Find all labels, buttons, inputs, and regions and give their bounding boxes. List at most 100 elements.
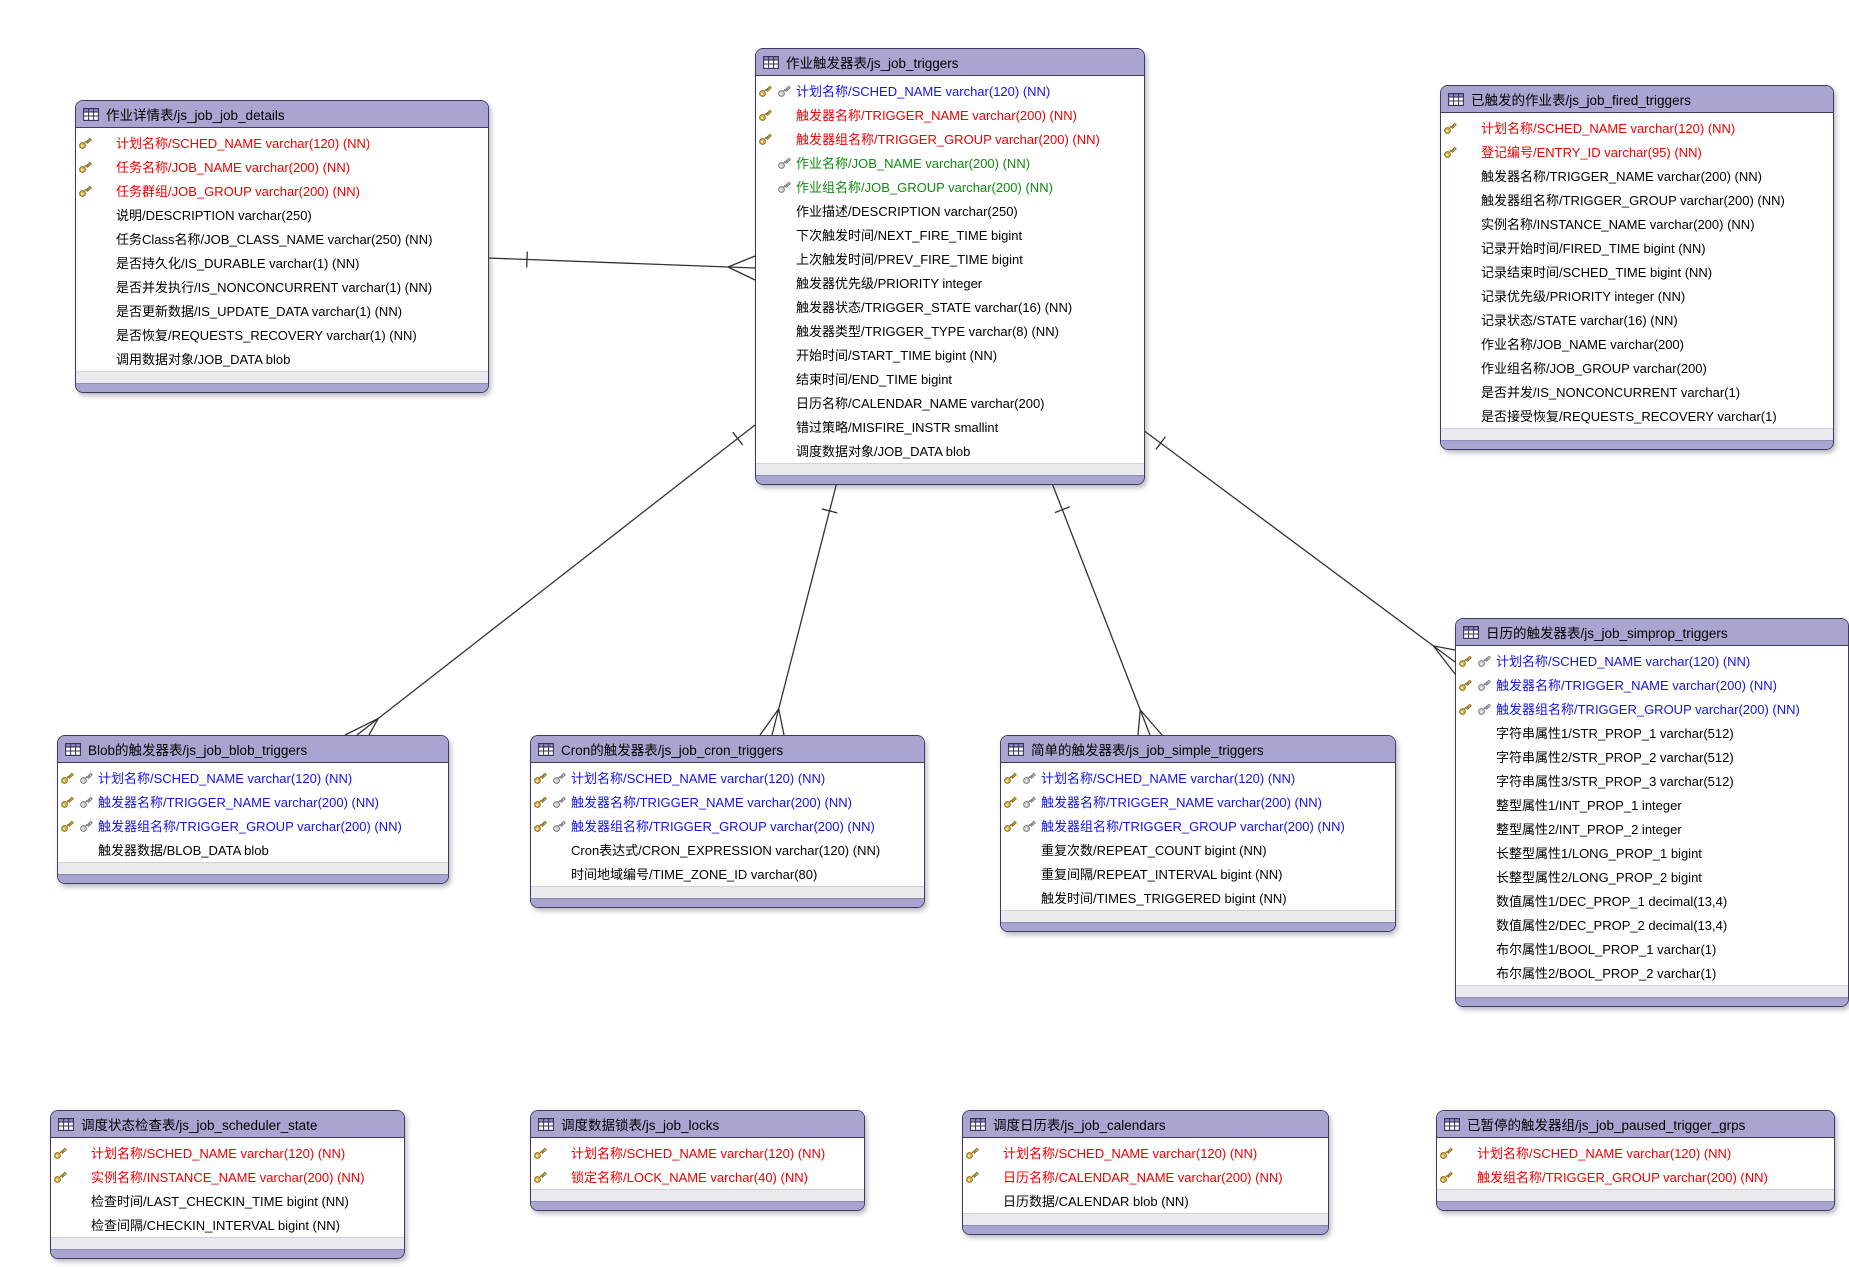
- field-row[interactable]: 重复次数/REPEAT_COUNT bigint (NN): [1001, 837, 1395, 861]
- field-row[interactable]: 触发器类型/TRIGGER_TYPE varchar(8) (NN): [756, 318, 1144, 342]
- field-row[interactable]: 触发器数据/BLOB_DATA blob: [58, 837, 448, 861]
- field-row[interactable]: 计划名称/SCHED_NAME varchar(120) (NN): [531, 1140, 864, 1164]
- field-row[interactable]: 是否更新数据/IS_UPDATE_DATA varchar(1) (NN): [76, 298, 488, 322]
- field-row[interactable]: 数值属性2/DEC_PROP_2 decimal(13,4): [1456, 912, 1848, 936]
- field-row[interactable]: 触发器名称/TRIGGER_NAME varchar(200) (NN): [531, 789, 924, 813]
- field-row[interactable]: 检查时间/LAST_CHECKIN_TIME bigint (NN): [51, 1188, 404, 1212]
- field-row[interactable]: 记录状态/STATE varchar(16) (NN): [1441, 307, 1833, 331]
- field-row[interactable]: 是否持久化/IS_DURABLE varchar(1) (NN): [76, 250, 488, 274]
- field-row[interactable]: 登记编号/ENTRY_ID varchar(95) (NN): [1441, 139, 1833, 163]
- field-row[interactable]: 触发器组名称/TRIGGER_GROUP varchar(200) (NN): [531, 813, 924, 837]
- field-row[interactable]: 布尔属性1/BOOL_PROP_1 varchar(1): [1456, 936, 1848, 960]
- relation-triggers-to-blob-triggers[interactable]: [344, 424, 756, 736]
- field-row[interactable]: 触发器名称/TRIGGER_NAME varchar(200) (NN): [1456, 672, 1848, 696]
- table-header-simprop-triggers[interactable]: 日历的触发器表/js_job_simprop_triggers: [1456, 619, 1848, 646]
- field-row[interactable]: 记录开始时间/FIRED_TIME bigint (NN): [1441, 235, 1833, 259]
- field-row[interactable]: 计划名称/SCHED_NAME varchar(120) (NN): [1001, 765, 1395, 789]
- field-row[interactable]: 布尔属性2/BOOL_PROP_2 varchar(1): [1456, 960, 1848, 984]
- field-row[interactable]: 整型属性1/INT_PROP_1 integer: [1456, 792, 1848, 816]
- field-row[interactable]: 日历名称/CALENDAR_NAME varchar(200) (NN): [963, 1164, 1328, 1188]
- field-row[interactable]: 实例名称/INSTANCE_NAME varchar(200) (NN): [51, 1164, 404, 1188]
- field-row[interactable]: 是否接受恢复/REQUESTS_RECOVERY varchar(1): [1441, 403, 1833, 427]
- field-row[interactable]: 触发器组名称/TRIGGER_GROUP varchar(200) (NN): [58, 813, 448, 837]
- field-row[interactable]: 记录优先级/PRIORITY integer (NN): [1441, 283, 1833, 307]
- field-row[interactable]: 长整型属性1/LONG_PROP_1 bigint: [1456, 840, 1848, 864]
- field-row[interactable]: 作业名称/JOB_NAME varchar(200) (NN): [756, 150, 1144, 174]
- table-header-calendars[interactable]: 调度日历表/js_job_calendars: [963, 1111, 1328, 1138]
- table-header-locks[interactable]: 调度数据锁表/js_job_locks: [531, 1111, 864, 1138]
- field-row[interactable]: 任务群组/JOB_GROUP varchar(200) (NN): [76, 178, 488, 202]
- table-header-triggers[interactable]: 作业触发器表/js_job_triggers: [756, 49, 1144, 76]
- field-row[interactable]: 触发器组名称/TRIGGER_GROUP varchar(200) (NN): [1456, 696, 1848, 720]
- relation-triggers-to-simprop-triggers[interactable]: [1142, 429, 1456, 675]
- field-row[interactable]: 触发器名称/TRIGGER_NAME varchar(200) (NN): [58, 789, 448, 813]
- field-row[interactable]: 触发时间/TIMES_TRIGGERED bigint (NN): [1001, 885, 1395, 909]
- field-row[interactable]: 说明/DESCRIPTION varchar(250): [76, 202, 488, 226]
- field-row[interactable]: 时间地域编号/TIME_ZONE_ID varchar(80): [531, 861, 924, 885]
- field-row[interactable]: 触发组名称/TRIGGER_GROUP varchar(200) (NN): [1437, 1164, 1834, 1188]
- field-row[interactable]: 计划名称/SCHED_NAME varchar(120) (NN): [756, 78, 1144, 102]
- field-row[interactable]: 是否恢复/REQUESTS_RECOVERY varchar(1) (NN): [76, 322, 488, 346]
- relation-triggers-to-cron-triggers[interactable]: [759, 477, 839, 736]
- table-header-job-details[interactable]: 作业详情表/js_job_job_details: [76, 101, 488, 128]
- field-row[interactable]: 任务名称/JOB_NAME varchar(200) (NN): [76, 154, 488, 178]
- field-row[interactable]: 触发器状态/TRIGGER_STATE varchar(16) (NN): [756, 294, 1144, 318]
- field-row[interactable]: 下次触发时间/NEXT_FIRE_TIME bigint: [756, 222, 1144, 246]
- field-row[interactable]: 计划名称/SCHED_NAME varchar(120) (NN): [58, 765, 448, 789]
- field-row[interactable]: 计划名称/SCHED_NAME varchar(120) (NN): [51, 1140, 404, 1164]
- field-row[interactable]: 检查间隔/CHECKIN_INTERVAL bigint (NN): [51, 1212, 404, 1236]
- relation-triggers-to-simple-triggers[interactable]: [1049, 477, 1163, 736]
- field-row[interactable]: 作业组名称/JOB_GROUP varchar(200) (NN): [756, 174, 1144, 198]
- field-row[interactable]: 触发器名称/TRIGGER_NAME varchar(200) (NN): [1441, 163, 1833, 187]
- field-row[interactable]: 是否并发/IS_NONCONCURRENT varchar(1): [1441, 379, 1833, 403]
- field-row[interactable]: 结束时间/END_TIME bigint: [756, 366, 1144, 390]
- table-header-fired-triggers[interactable]: 已触发的作业表/js_job_fired_triggers: [1441, 86, 1833, 113]
- table-header-paused-trigger-grps[interactable]: 已暂停的触发器组/js_job_paused_trigger_grps: [1437, 1111, 1834, 1138]
- field-row[interactable]: 实例名称/INSTANCE_NAME varchar(200) (NN): [1441, 211, 1833, 235]
- field-row[interactable]: 字符串属性1/STR_PROP_1 varchar(512): [1456, 720, 1848, 744]
- table-header-simple-triggers[interactable]: 简单的触发器表/js_job_simple_triggers: [1001, 736, 1395, 763]
- field-row[interactable]: 长整型属性2/LONG_PROP_2 bigint: [1456, 864, 1848, 888]
- field-row[interactable]: 计划名称/SCHED_NAME varchar(120) (NN): [76, 130, 488, 154]
- field-row[interactable]: 上次触发时间/PREV_FIRE_TIME bigint: [756, 246, 1144, 270]
- relation-job-details-to-triggers[interactable]: [486, 251, 756, 281]
- field-row[interactable]: 计划名称/SCHED_NAME varchar(120) (NN): [963, 1140, 1328, 1164]
- table-header-scheduler-state[interactable]: 调度状态检查表/js_job_scheduler_state: [51, 1111, 404, 1138]
- field-row[interactable]: 作业组名称/JOB_GROUP varchar(200): [1441, 355, 1833, 379]
- field-row[interactable]: 计划名称/SCHED_NAME varchar(120) (NN): [531, 765, 924, 789]
- field-row[interactable]: 计划名称/SCHED_NAME varchar(120) (NN): [1437, 1140, 1834, 1164]
- field-row[interactable]: 日历数据/CALENDAR blob (NN): [963, 1188, 1328, 1212]
- field-row[interactable]: 字符串属性2/STR_PROP_2 varchar(512): [1456, 744, 1848, 768]
- field-row[interactable]: Cron表达式/CRON_EXPRESSION varchar(120) (NN…: [531, 837, 924, 861]
- field-row[interactable]: 开始时间/START_TIME bigint (NN): [756, 342, 1144, 366]
- field-row[interactable]: 锁定名称/LOCK_NAME varchar(40) (NN): [531, 1164, 864, 1188]
- field-row[interactable]: 触发器组名称/TRIGGER_GROUP varchar(200) (NN): [1001, 813, 1395, 837]
- field-row[interactable]: 触发器优先级/PRIORITY integer: [756, 270, 1144, 294]
- field-row[interactable]: 记录结束时间/SCHED_TIME bigint (NN): [1441, 259, 1833, 283]
- field-row[interactable]: 任务Class名称/JOB_CLASS_NAME varchar(250) (N…: [76, 226, 488, 250]
- field-row[interactable]: 调用数据对象/JOB_DATA blob: [76, 346, 488, 370]
- table-header-cron-triggers[interactable]: Cron的触发器表/js_job_cron_triggers: [531, 736, 924, 763]
- field-row[interactable]: 调度数据对象/JOB_DATA blob: [756, 438, 1144, 462]
- field-row[interactable]: 触发器组名称/TRIGGER_GROUP varchar(200) (NN): [756, 126, 1144, 150]
- field-row[interactable]: 计划名称/SCHED_NAME varchar(120) (NN): [1441, 115, 1833, 139]
- field-row[interactable]: 作业描述/DESCRIPTION varchar(250): [756, 198, 1144, 222]
- table-header-blob-triggers[interactable]: Blob的触发器表/js_job_blob_triggers: [58, 736, 448, 763]
- field-row[interactable]: 字符串属性3/STR_PROP_3 varchar(512): [1456, 768, 1848, 792]
- field-row[interactable]: 作业名称/JOB_NAME varchar(200): [1441, 331, 1833, 355]
- field-row[interactable]: 是否并发执行/IS_NONCONCURRENT varchar(1) (NN): [76, 274, 488, 298]
- field-row[interactable]: 日历名称/CALENDAR_NAME varchar(200): [756, 390, 1144, 414]
- field-row[interactable]: 触发器组名称/TRIGGER_GROUP varchar(200) (NN): [1441, 187, 1833, 211]
- field-row[interactable]: 触发器名称/TRIGGER_NAME varchar(200) (NN): [756, 102, 1144, 126]
- field-row[interactable]: 数值属性1/DEC_PROP_1 decimal(13,4): [1456, 888, 1848, 912]
